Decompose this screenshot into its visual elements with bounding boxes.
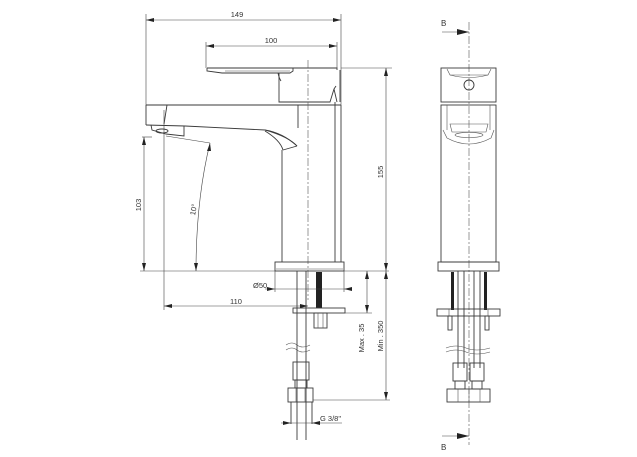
section-marker-top: B [441,19,469,35]
front-mounting-assembly [436,271,501,403]
dimension-spout-reach: 110 [164,297,308,308]
section-label-bottom: B [441,443,446,452]
dimension-min-hose-length: Min . 350 [313,271,390,401]
dimension-handle-length: 100 [205,36,338,68]
overall-width-label: 149 [231,10,244,19]
front-body [440,104,497,263]
mounting-assembly [285,271,346,440]
height-label: 155 [376,166,385,179]
min-hose-length-label: Min . 350 [376,321,385,352]
mixer-body-column [281,60,342,300]
handle-length-label: 100 [265,36,278,45]
mixer-body-top [145,104,341,128]
dimension-spout-angle: 10° [163,110,211,310]
spout [145,124,298,151]
connection-thread-label: G 3/8" [320,414,341,423]
spout-height-label: 103 [134,199,143,212]
front-base-plate [437,261,500,272]
section-marker-bottom: B [441,433,469,452]
dimension-connection-thread: G 3/8" [281,414,342,425]
base-diameter-label: Ø50 [253,281,267,290]
spout-reach-label: 110 [230,297,242,306]
front-view: B [436,19,501,452]
dimension-overall-width: 149 [145,10,342,105]
spout-angle-label: 10° [188,203,199,216]
base-plate [274,261,345,272]
side-view: 149 100 [134,10,392,440]
dimension-spout-height: 103 [134,136,152,271]
handle-lever [206,67,341,103]
front-handle-head [440,67,497,103]
section-label-top: B [441,19,446,28]
dimension-base-diameter: Ø50 [253,271,352,292]
dimension-height: 155 [341,67,392,271]
max-deck-thickness-label: Max . 35 [357,324,366,353]
dimension-max-deck-thickness: Max . 35 [345,271,372,352]
